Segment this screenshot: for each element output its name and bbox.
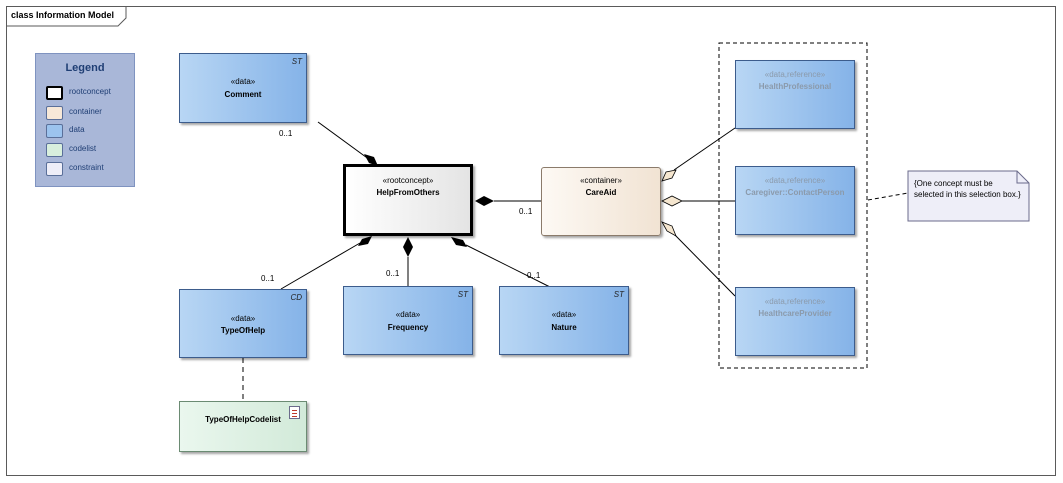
note-shape (907, 170, 1030, 222)
class-care-aid[interactable]: «container» CareAid (541, 167, 661, 236)
nature-association (465, 244, 551, 288)
healthcareprovider-aggregation-diamond (661, 221, 677, 237)
class-stereotype: «data» (395, 310, 421, 319)
frame-title-tab (6, 6, 127, 27)
class-stereotype: «data,reference» (764, 176, 826, 185)
legend-label: constraint (69, 163, 104, 172)
class-stereotype: «data» (551, 310, 577, 319)
multiplicity-nature: 0..1 (527, 271, 541, 280)
class-name: Comment (224, 90, 262, 99)
class-name: TypeOfHelpCodelist (205, 415, 281, 424)
legend-swatch-rootconcept (46, 86, 63, 100)
legend: Legend rootconcept container data codeli… (35, 53, 135, 187)
codelist-icon (289, 406, 300, 419)
legend-title: Legend (65, 62, 105, 74)
diagram-frame (6, 6, 1056, 476)
class-stereotype: «data,reference» (764, 297, 826, 306)
healthprofessional-association (673, 127, 736, 171)
legend-swatch-codelist (46, 143, 63, 157)
selection-box (718, 42, 868, 369)
class-health-professional[interactable]: «data,reference» HealthProfessional (735, 60, 855, 129)
healthcareprovider-association (673, 233, 736, 297)
multiplicity-frequency: 0..1 (386, 269, 400, 278)
class-name: Frequency (387, 323, 429, 332)
legend-swatch-container (46, 106, 63, 120)
class-name: CareAid (585, 188, 617, 197)
class-stereotype: «data» (230, 77, 256, 86)
legend-label: rootconcept (69, 87, 111, 96)
class-stereotype: «data» (230, 314, 256, 323)
class-type-tag: ST (613, 290, 624, 299)
class-type-of-help-codelist[interactable]: TypeOfHelpCodelist (179, 401, 307, 452)
class-name: HealthcareProvider (758, 309, 832, 318)
class-type-tag: ST (291, 57, 302, 66)
comment-association (317, 121, 371, 161)
class-name: HelpFromOthers (376, 188, 440, 197)
class-name: Nature (551, 323, 577, 332)
frame-title: class Information Model (11, 10, 115, 20)
typeofhelp-aggregation-diamond (358, 236, 372, 246)
class-type-of-help[interactable]: CD «data» TypeOfHelp (179, 289, 307, 358)
legend-label: codelist (69, 144, 97, 153)
comment-aggregation-diamond (364, 154, 378, 166)
contactperson-aggregation-diamond (661, 195, 683, 207)
class-name: Caregiver::ContactPerson (745, 188, 845, 197)
frequency-aggregation-diamond (403, 237, 413, 257)
typeofhelp-association (280, 242, 361, 290)
class-frequency[interactable]: ST «data» Frequency (343, 286, 473, 355)
multiplicity-care-aid: 0..1 (519, 207, 533, 216)
class-healthcare-provider[interactable]: «data,reference» HealthcareProvider (735, 287, 855, 356)
class-name: TypeOfHelp (220, 326, 266, 335)
class-comment[interactable]: ST «data» Comment (179, 53, 307, 123)
class-type-tag: CD (290, 293, 302, 302)
constraint-note[interactable]: {One concept must be selected in this se… (908, 171, 1029, 221)
legend-label: data (69, 125, 85, 134)
class-name: HealthProfessional (758, 82, 832, 91)
note-text: {One concept must be selected in this se… (914, 179, 1021, 199)
legend-label: container (69, 107, 102, 116)
careaid-aggregation-diamond (475, 196, 494, 206)
note-fold (1016, 171, 1029, 184)
multiplicity-type-of-help: 0..1 (261, 274, 275, 283)
class-help-from-others[interactable]: «rootconcept» HelpFromOthers (343, 164, 473, 236)
class-nature[interactable]: ST «data» Nature (499, 286, 629, 355)
legend-swatch-data (46, 124, 63, 138)
class-stereotype: «data,reference» (764, 70, 826, 79)
nature-aggregation-diamond (451, 237, 467, 247)
class-type-tag: ST (457, 290, 468, 299)
class-contact-person[interactable]: «data,reference» Caregiver::ContactPerso… (735, 166, 855, 235)
class-stereotype: «rootconcept» (382, 176, 434, 185)
class-stereotype: «container» (580, 176, 622, 185)
multiplicity-comment: 0..1 (279, 129, 293, 138)
legend-swatch-constraint (46, 162, 63, 176)
healthprofessional-aggregation-diamond (661, 169, 677, 182)
